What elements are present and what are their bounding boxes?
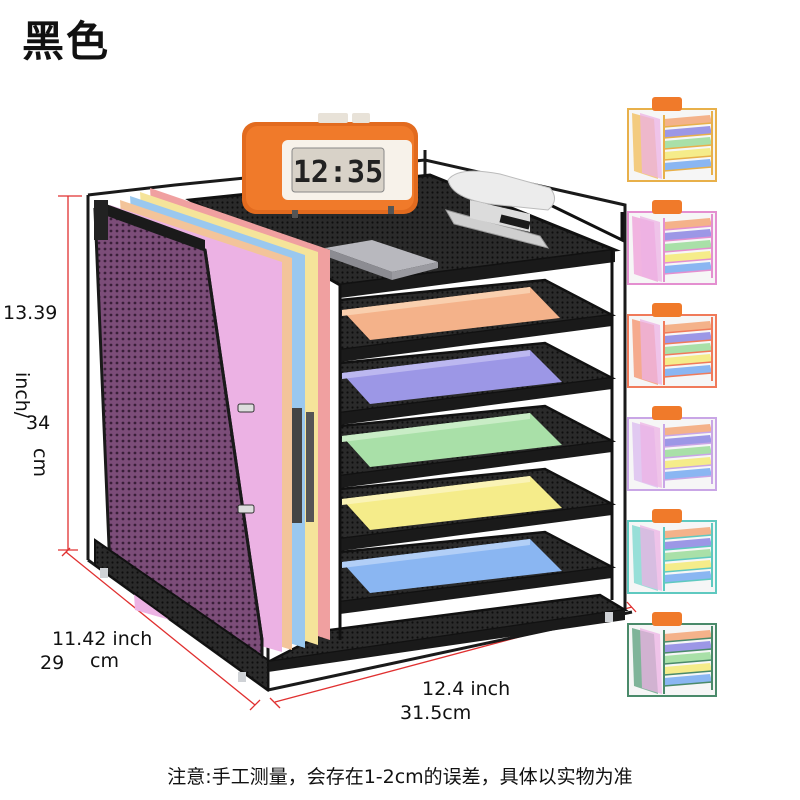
color-variant-thumb[interactable] [624,198,720,288]
magazine-divider [93,200,269,692]
width-cm-label: 31.5cm [400,702,472,724]
depth-cm-unit: cm [90,650,119,672]
depth-cm-value: 29 [40,652,65,674]
width-inch-label: 12.4 inch [422,678,511,700]
color-variant-thumb[interactable] [624,404,720,494]
color-variant-thumb[interactable] [624,507,720,597]
color-variant-thumb[interactable] [624,610,720,700]
alarm-clock: 12:35 [242,113,418,218]
measurement-note: 注意:手工测量，会存在1-2cm的误差，具体以实物为准 [167,766,633,788]
portable-ssd [325,240,438,280]
rubber-feet [100,568,613,682]
height-inch-value: 13.39 [3,302,58,324]
color-variant-thumb[interactable] [624,301,720,391]
paper-trays [267,250,629,672]
height-cm-unit: cm [29,448,51,477]
stapler [444,170,555,249]
color-variant-thumb[interactable] [624,95,720,185]
color-title: 黑色 [22,17,111,66]
clock-time: 12:35 [293,155,383,190]
depth-inch-label: 11.42 inch [52,628,153,650]
height-cm-value: 34 [26,412,51,434]
